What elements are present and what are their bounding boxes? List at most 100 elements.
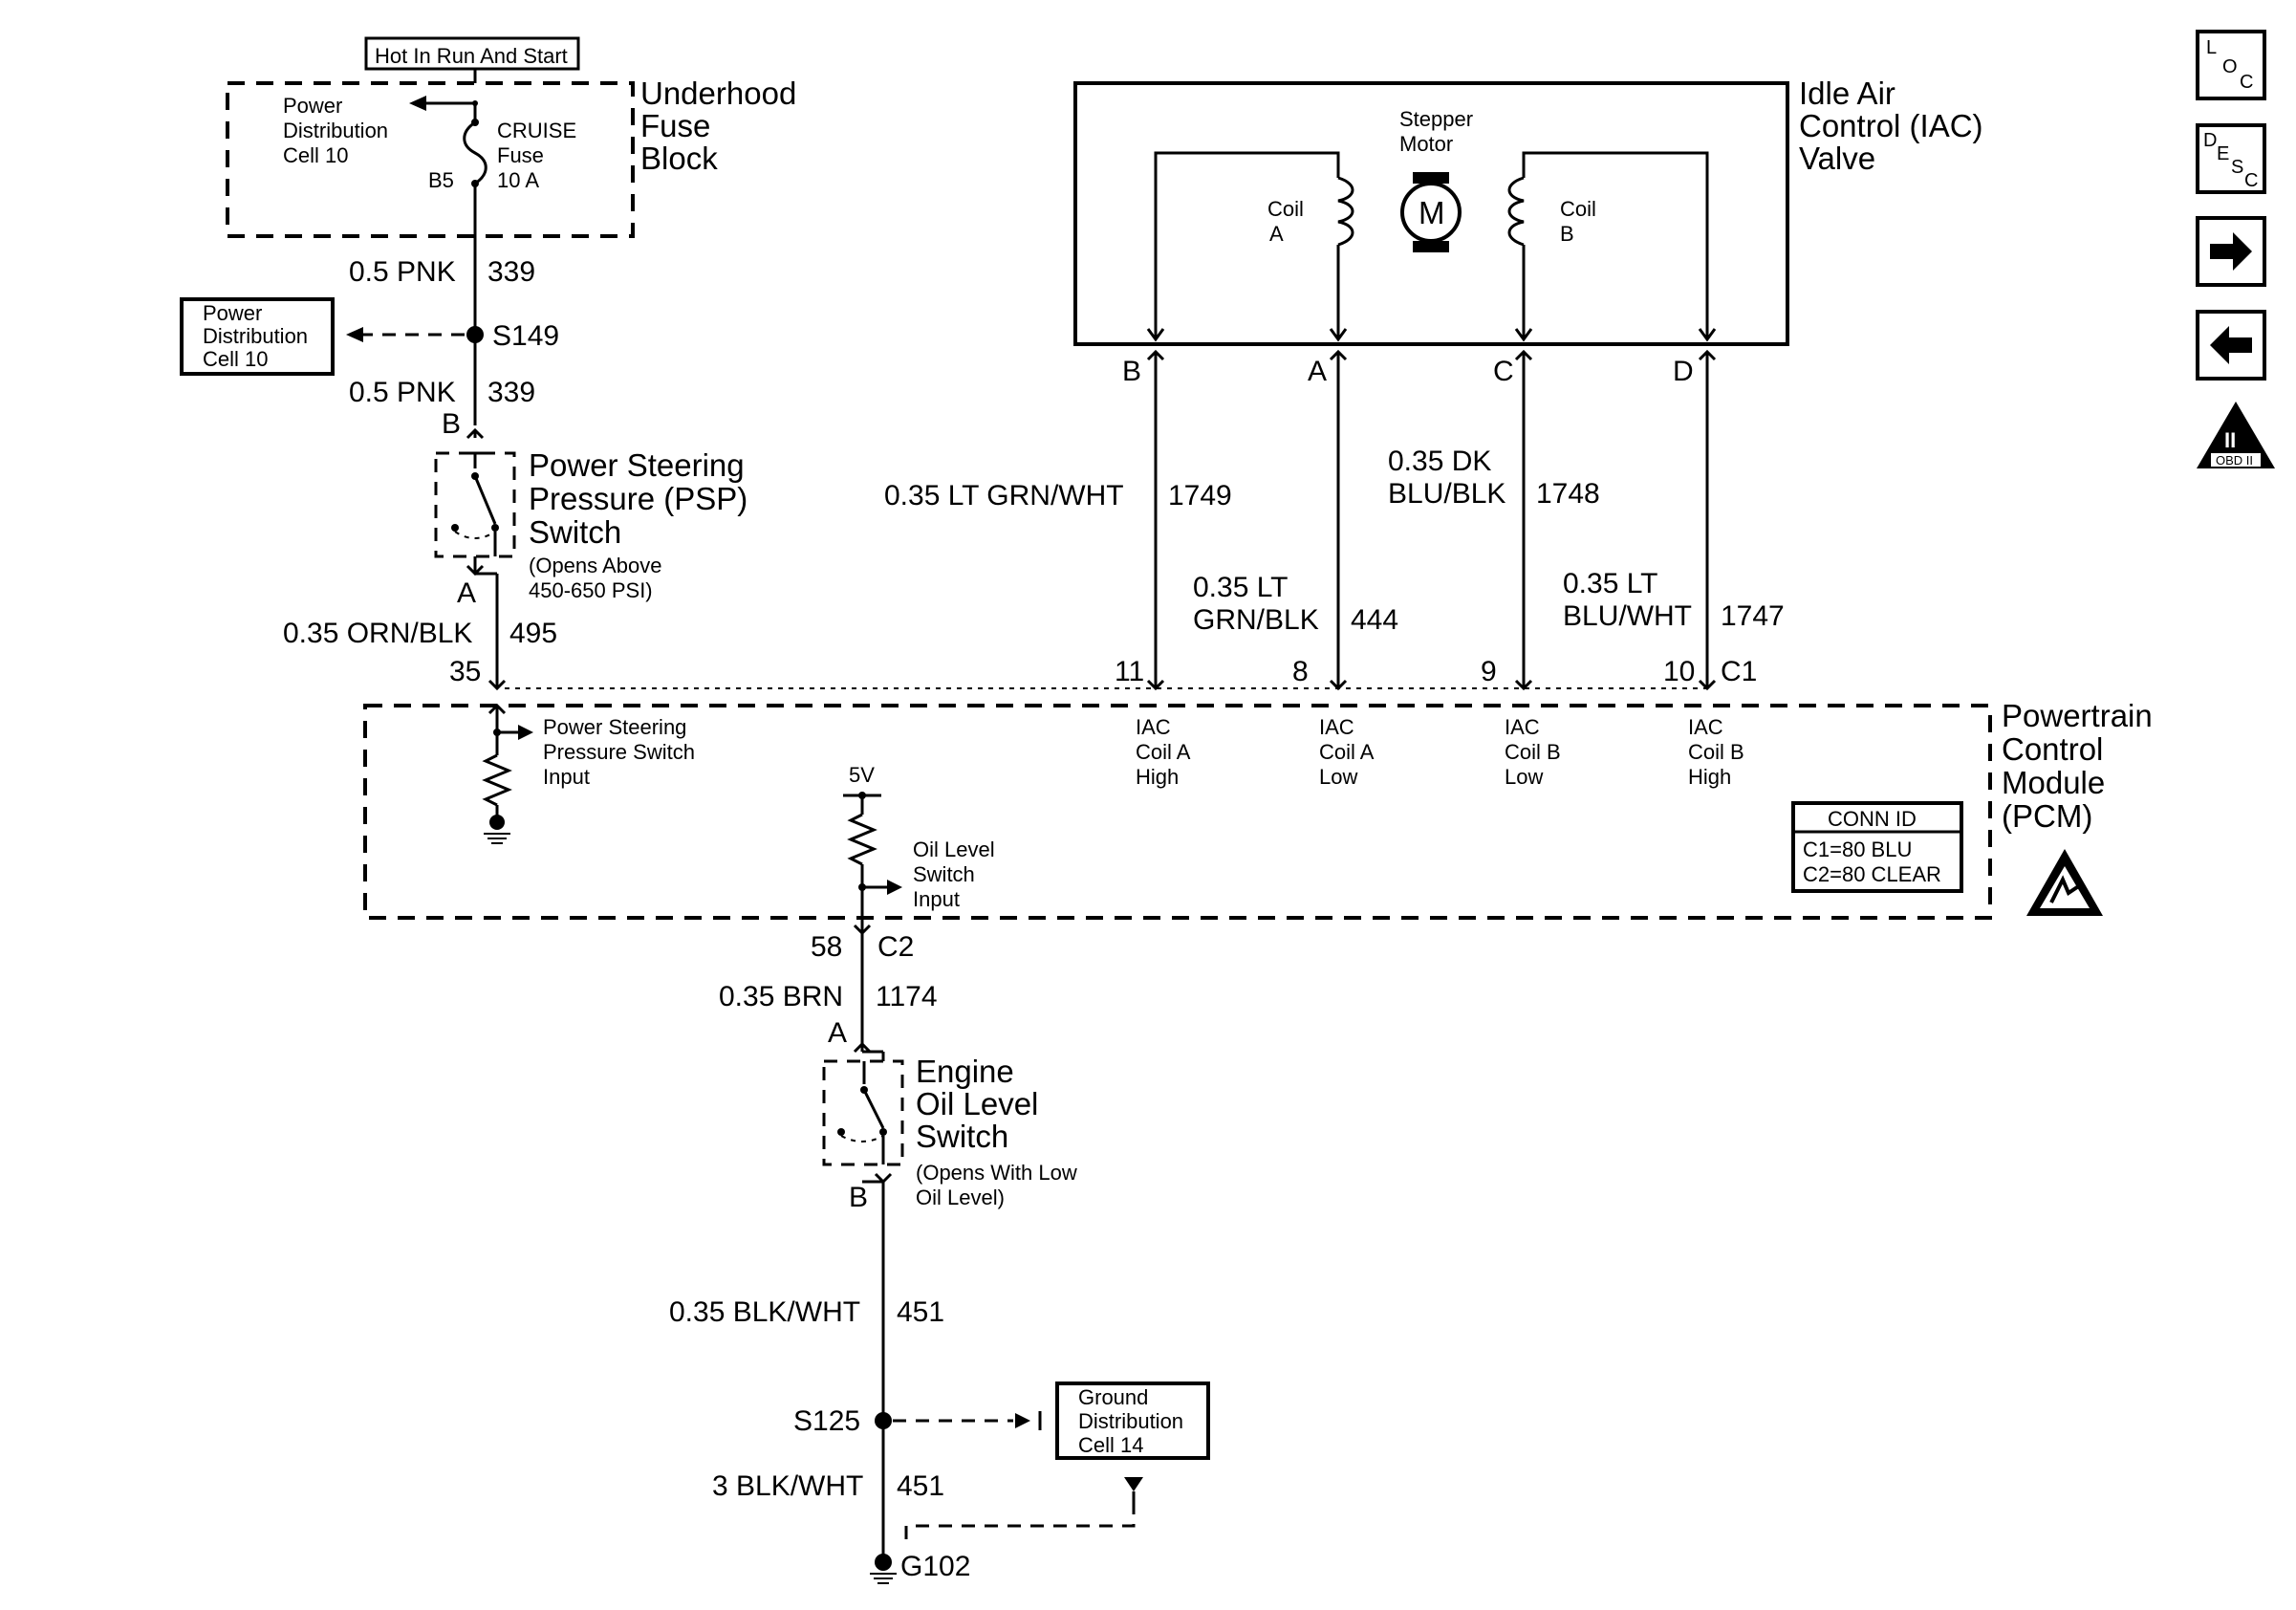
arrow-left-icon bbox=[409, 96, 426, 111]
iac-valve-body bbox=[1073, 81, 1789, 346]
arrow-right-icon bbox=[518, 725, 533, 740]
wire-color-339-upper: 0.5 PNK bbox=[349, 256, 456, 288]
nav-prev-button[interactable] bbox=[2196, 310, 2266, 381]
wire-color-451-lower: 3 BLK/WHT bbox=[712, 1470, 863, 1502]
wire-color-1748-1: 0.35 DK bbox=[1388, 446, 1491, 477]
pdc-ref-1: Power bbox=[203, 301, 262, 325]
desc-c: C bbox=[2244, 170, 2258, 191]
oil-switch-pin-a: A bbox=[828, 1017, 847, 1049]
coil-a-icon bbox=[1337, 176, 1354, 247]
nav-desc-button[interactable]: D E S C bbox=[2196, 123, 2266, 194]
oil-switch-title-2: Oil Level bbox=[916, 1086, 1038, 1121]
nav-loc-button[interactable]: L O C bbox=[2196, 30, 2266, 100]
circuit-1747: 1747 bbox=[1721, 600, 1785, 632]
nav-next-button[interactable] bbox=[2196, 216, 2266, 287]
loc-l: L bbox=[2206, 37, 2217, 58]
fuse-block-title-3: Block bbox=[640, 141, 718, 176]
psp-pin-a: A bbox=[457, 577, 476, 609]
pcm-outline bbox=[363, 704, 1992, 920]
pcm-connector-c2: C2 bbox=[877, 931, 914, 963]
obd2-numeral: II bbox=[2224, 428, 2236, 452]
coil-b-label-2: B bbox=[1560, 222, 1574, 246]
psp-title-2: Pressure (PSP) bbox=[529, 481, 747, 516]
hot-in-run-box bbox=[364, 36, 580, 71]
pcm-iac-a-low-1: IAC bbox=[1319, 715, 1354, 739]
loc-o: O bbox=[2222, 56, 2238, 77]
desc-s: S bbox=[2231, 157, 2243, 178]
pcm-title-4: (PCM) bbox=[2002, 798, 2092, 834]
wire-color-1747-2: BLU/WHT bbox=[1563, 600, 1692, 632]
stepper-motor-label-2: Motor bbox=[1399, 132, 1453, 156]
oil-switch-outline bbox=[822, 1059, 904, 1166]
ground-ref-3: Cell 14 bbox=[1078, 1433, 1143, 1457]
ground-ref-1: Ground bbox=[1078, 1385, 1148, 1409]
circuit-1174: 1174 bbox=[876, 981, 938, 1012]
iac-title-1: Idle Air bbox=[1799, 76, 1895, 111]
ground-group: 0.35 BLK/WHT 451 S125 Ground Distributio… bbox=[669, 1182, 1210, 1584]
pcm-connector-c1: C1 bbox=[1721, 656, 1757, 687]
fuse-block-title-2: Fuse bbox=[640, 108, 710, 143]
wire-color-1747-1: 0.35 LT bbox=[1563, 568, 1658, 599]
circuit-339-lower: 339 bbox=[487, 377, 535, 408]
pcm-oil-input-3: Input bbox=[913, 887, 960, 911]
pullup-resistor-icon bbox=[847, 813, 877, 866]
pcm-iac-b-low-2: Coil B bbox=[1505, 740, 1561, 764]
pdc-internal-1: Power bbox=[283, 94, 342, 118]
psp-switch-outline bbox=[434, 451, 516, 558]
arrow-left-icon bbox=[1015, 1413, 1030, 1428]
conn-id-table bbox=[1791, 801, 1963, 893]
arrow-right-icon bbox=[887, 880, 902, 895]
pcm-iac-b-high-1: IAC bbox=[1688, 715, 1723, 739]
pcm-pin-58: 58 bbox=[811, 931, 842, 963]
pcm-5v-label: 5V bbox=[849, 763, 875, 787]
nav-obd2-button[interactable]: II OBD II bbox=[2197, 402, 2275, 468]
iac-terminal-a: A bbox=[1308, 356, 1327, 387]
pdc-internal-3: Cell 10 bbox=[283, 143, 348, 167]
splice-s149-dot bbox=[466, 326, 484, 343]
psp-pin-b: B bbox=[442, 408, 461, 440]
fuse-icon bbox=[463, 120, 487, 185]
fuse-block-title-1: Underhood bbox=[640, 76, 796, 111]
pcm-pin-11: 11 bbox=[1115, 656, 1144, 687]
wire-color-1748-2: BLU/BLK bbox=[1388, 478, 1505, 510]
motor-symbol: M bbox=[1419, 195, 1445, 230]
iac-valve-group: Idle Air Control (IAC) Valve Stepper Mot… bbox=[1073, 76, 1983, 387]
pcm-iac-a-high-1: IAC bbox=[1136, 715, 1171, 739]
fuse-pin: B5 bbox=[428, 168, 454, 192]
stepper-motor-label-1: Stepper bbox=[1399, 107, 1473, 131]
pcm-pin-8: 8 bbox=[1292, 656, 1309, 687]
wire-color-444-2: GRN/BLK bbox=[1193, 604, 1319, 636]
pcm-iac-b-low-3: Low bbox=[1505, 765, 1543, 789]
iac-terminal-b: B bbox=[1122, 356, 1141, 387]
fuse-type: Fuse bbox=[497, 143, 544, 167]
pdc-cell10-ref-box bbox=[180, 297, 335, 376]
fuse-block-outline bbox=[226, 81, 635, 238]
pcm-iac-b-high-3: High bbox=[1688, 765, 1731, 789]
circuit-1748: 1748 bbox=[1536, 478, 1600, 510]
desc-e: E bbox=[2217, 143, 2229, 164]
pcm-title-1: Powertrain bbox=[2002, 698, 2153, 733]
fuse-rating: 10 A bbox=[497, 168, 539, 192]
iac-title-3: Valve bbox=[1799, 141, 1875, 176]
pullup-resistor-icon bbox=[482, 753, 512, 807]
pcm-iac-a-low-2: Coil A bbox=[1319, 740, 1375, 764]
circuit-1749: 1749 bbox=[1168, 480, 1232, 511]
coil-b-icon bbox=[1507, 176, 1525, 247]
fuse-name: CRUISE bbox=[497, 119, 576, 142]
pcm-oil-input-1: Oil Level bbox=[913, 838, 995, 861]
pcm-psp-input-3: Input bbox=[543, 765, 590, 789]
motor-icon bbox=[1400, 182, 1462, 243]
desc-d: D bbox=[2203, 130, 2217, 151]
splice-s125-dot bbox=[875, 1412, 892, 1429]
loc-c: C bbox=[2240, 72, 2253, 93]
psp-note-1: (Opens Above bbox=[529, 554, 661, 577]
pdc-internal-2: Distribution bbox=[283, 119, 388, 142]
circuit-451-upper: 451 bbox=[897, 1296, 944, 1328]
circuit-495: 495 bbox=[509, 618, 557, 649]
coil-a-label-1: Coil bbox=[1267, 197, 1304, 221]
oil-switch-pin-b: B bbox=[849, 1182, 868, 1213]
circuit-339-upper: 339 bbox=[487, 256, 535, 288]
pcm-iac-a-high-2: Coil A bbox=[1136, 740, 1191, 764]
arrow-left-icon bbox=[2210, 326, 2252, 364]
pdc-ref-3: Cell 10 bbox=[203, 347, 268, 371]
